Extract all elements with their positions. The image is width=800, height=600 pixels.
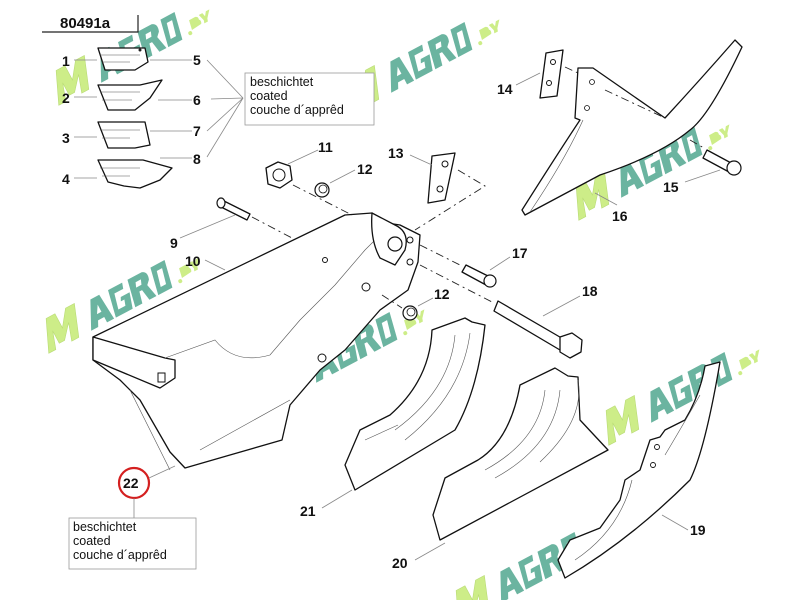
- variant-leaders: [74, 59, 244, 179]
- coating-note-22-line1: beschichtet: [73, 520, 137, 534]
- label-part-12-lower: 12: [434, 286, 450, 302]
- label-part-19: 19: [690, 522, 706, 538]
- watermark-dot: [738, 371, 743, 376]
- label-part-20: 20: [392, 555, 408, 571]
- label-part-22: 22: [123, 475, 139, 491]
- watermark-dot: [188, 31, 193, 36]
- watermark-letters-glyph: [620, 127, 703, 198]
- share-variant-1[interactable]: [97, 47, 149, 71]
- wear-part-21[interactable]: [344, 317, 486, 491]
- label-part-6: 6: [193, 92, 201, 108]
- label-part-5: 5: [193, 52, 201, 68]
- frame-part-10[interactable]: [92, 212, 421, 471]
- watermark-m-glyph: [55, 54, 90, 106]
- watermark-m-glyph: [45, 302, 80, 354]
- watermark-suffix-glyph: [479, 19, 500, 40]
- watermark-letters-glyph: [90, 260, 173, 331]
- watermark-suffix-glyph: [189, 9, 210, 30]
- coating-note-line3: couche d´apprêd: [250, 103, 344, 117]
- watermark-dot: [478, 41, 483, 46]
- watermark-suffix-glyph: [404, 309, 425, 330]
- watermark-logo: [45, 257, 200, 354]
- label-part-11: 11: [318, 139, 333, 155]
- coating-note-22-line3: couche d´apprêd: [73, 548, 167, 562]
- bolt-part-15[interactable]: [689, 139, 742, 176]
- watermark-dot: [403, 331, 408, 336]
- label-part-14: 14: [497, 81, 513, 97]
- highlighted-part-22[interactable]: 22: [117, 466, 151, 500]
- label-part-1: 1: [62, 53, 70, 69]
- label-part-2: 2: [62, 90, 70, 106]
- watermark-letters-glyph: [390, 22, 473, 93]
- label-part-3: 3: [62, 130, 70, 146]
- label-part-18: 18: [582, 283, 598, 299]
- share-part-16[interactable]: [521, 39, 743, 216]
- label-part-9: 9: [170, 235, 178, 251]
- coating-note-line2: coated: [250, 89, 288, 103]
- coating-note-22-line2: coated: [73, 534, 111, 548]
- label-part-15: 15: [663, 179, 679, 195]
- watermark-suffix-glyph: [709, 124, 730, 145]
- bolt-part-18[interactable]: [493, 300, 583, 359]
- share-variant-3[interactable]: [97, 121, 151, 149]
- bushing-part-12-upper[interactable]: [314, 182, 330, 198]
- watermark-logo: [605, 349, 760, 446]
- nut-part-11[interactable]: [265, 161, 293, 189]
- watermark-suffix-glyph: [739, 349, 760, 370]
- label-part-10: 10: [185, 253, 201, 269]
- watermark-m-glyph: [605, 394, 640, 446]
- watermark-letters-glyph: [100, 12, 183, 83]
- plate-part-13[interactable]: [427, 152, 456, 204]
- label-part-16: 16: [612, 208, 628, 224]
- label-part-4: 4: [62, 171, 70, 187]
- watermark-suffix-glyph: [179, 257, 200, 278]
- watermark-m-glyph: [455, 574, 490, 600]
- drawing-number: 80491a: [60, 15, 111, 32]
- label-part-8: 8: [193, 151, 201, 167]
- share-part-19[interactable]: [557, 361, 721, 579]
- watermark-letters-glyph: [315, 312, 398, 383]
- label-part-21: 21: [300, 503, 316, 519]
- share-variant-2[interactable]: [97, 79, 163, 111]
- watermark-letters-glyph: [650, 352, 733, 423]
- coating-note-box-22: beschichtet coated couche d´apprêd: [68, 517, 197, 570]
- wear-part-20[interactable]: [432, 367, 609, 541]
- watermark-dot: [708, 146, 713, 151]
- label-part-7: 7: [193, 123, 201, 139]
- bolt-part-17[interactable]: [461, 264, 497, 288]
- label-part-17: 17: [512, 245, 528, 261]
- bolt-part-9[interactable]: [216, 197, 251, 221]
- label-part-13: 13: [388, 145, 404, 161]
- drawing-number-box: 80491a: [42, 15, 139, 33]
- label-part-12-upper: 12: [357, 161, 373, 177]
- bushing-part-12-lower[interactable]: [402, 305, 418, 321]
- share-variant-4[interactable]: [97, 159, 173, 189]
- plate-part-14[interactable]: [539, 49, 564, 99]
- watermark-dot: [178, 279, 183, 284]
- coating-note-line1: beschichtet: [250, 75, 314, 89]
- coating-note-box: beschichtet coated couche d´apprêd: [244, 72, 375, 126]
- watermark-logo: [55, 9, 210, 106]
